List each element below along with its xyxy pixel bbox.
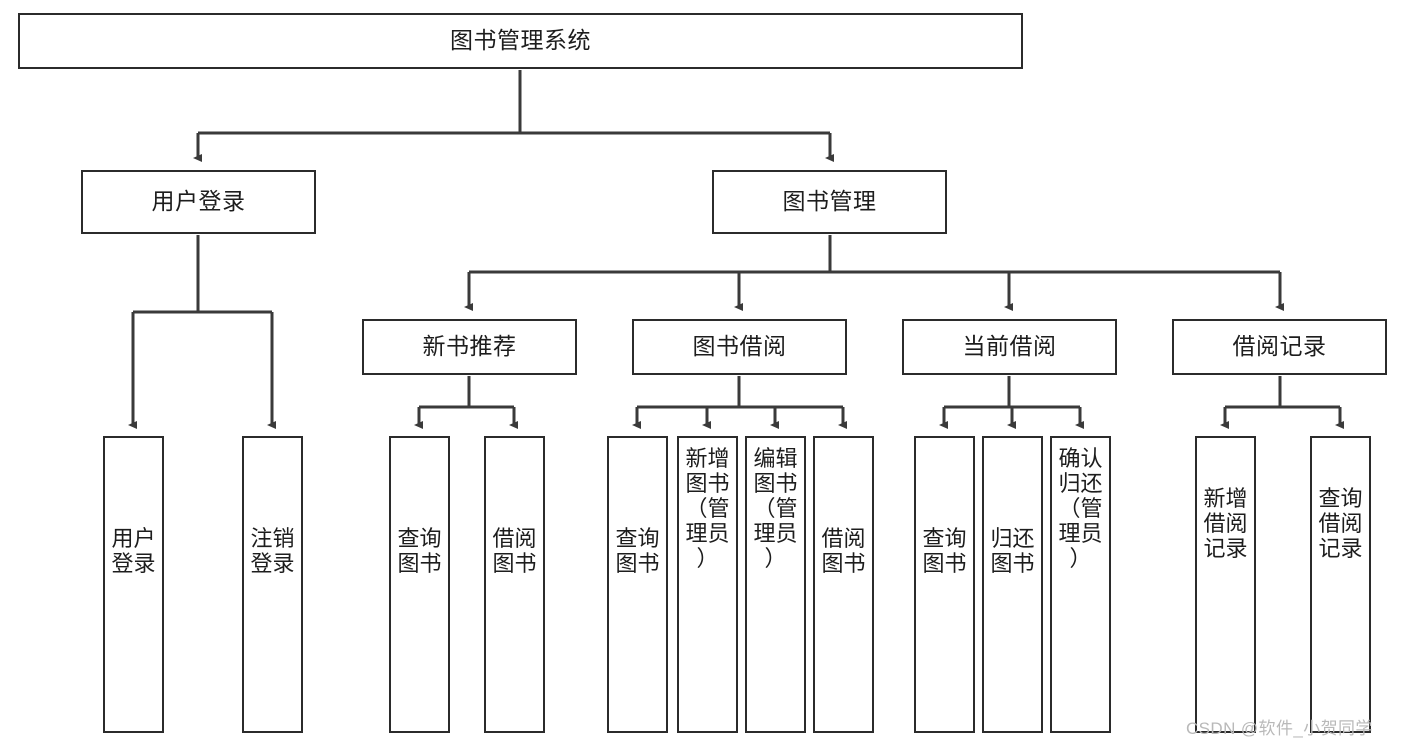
node-label: 归还 图书 [990,526,1035,577]
node-label: 新增 图书 （管 理员 ） [685,446,730,572]
leaf-add-book-admin[interactable]: 新增 图书 （管 理员 ） [677,436,738,733]
leaf-confirm-return-admin[interactable]: 确认 归还 （管 理员 ） [1050,436,1111,733]
node-borrow-record[interactable]: 借阅记录 [1172,319,1387,375]
node-book-management[interactable]: 图书管理 [712,170,947,234]
node-label: 新增 借阅 记录 [1203,486,1248,562]
node-label: 用户 登录 [111,526,156,577]
node-label: 查询 借阅 记录 [1318,486,1363,562]
node-root-library-system[interactable]: 图书管理系统 [18,13,1023,69]
leaf-query-borrow-record[interactable]: 查询 借阅 记录 [1310,436,1371,733]
node-current-borrow[interactable]: 当前借阅 [902,319,1117,375]
node-label: 注销 登录 [250,526,295,577]
node-label: 当前借阅 [962,333,1057,360]
node-label: 查询 图书 [397,526,442,577]
leaf-borrow-book-recommend[interactable]: 借阅 图书 [484,436,545,733]
node-label: 借阅 图书 [821,526,866,577]
node-label: 新书推荐 [422,333,517,360]
node-label: 图书管理 [782,188,877,215]
node-label: 查询 图书 [922,526,967,577]
node-book-borrow[interactable]: 图书借阅 [632,319,847,375]
leaf-query-book-recommend[interactable]: 查询 图书 [389,436,450,733]
node-label: 借阅 图书 [492,526,537,577]
csdn-watermark: CSDN @软件_小贺同学 [1186,719,1373,738]
leaf-query-book-borrow[interactable]: 查询 图书 [607,436,668,733]
node-label: 图书管理系统 [450,27,591,54]
node-user-login[interactable]: 用户登录 [81,170,316,234]
node-label: 查询 图书 [615,526,660,577]
leaf-borrow-book-borrow[interactable]: 借阅 图书 [813,436,874,733]
node-label: 借阅记录 [1232,333,1327,360]
leaf-add-borrow-record[interactable]: 新增 借阅 记录 [1195,436,1256,733]
leaf-return-book[interactable]: 归还 图书 [982,436,1043,733]
node-new-book-recommend[interactable]: 新书推荐 [362,319,577,375]
leaf-query-book-current[interactable]: 查询 图书 [914,436,975,733]
leaf-user-logout[interactable]: 注销 登录 [242,436,303,733]
node-label: 确认 归还 （管 理员 ） [1058,446,1103,572]
node-label: 用户登录 [151,188,246,215]
leaf-user-login[interactable]: 用户 登录 [103,436,164,733]
node-label: 图书借阅 [692,333,787,360]
leaf-edit-book-admin[interactable]: 编辑 图书 （管 理员 ） [745,436,806,733]
node-label: 编辑 图书 （管 理员 ） [753,446,798,572]
